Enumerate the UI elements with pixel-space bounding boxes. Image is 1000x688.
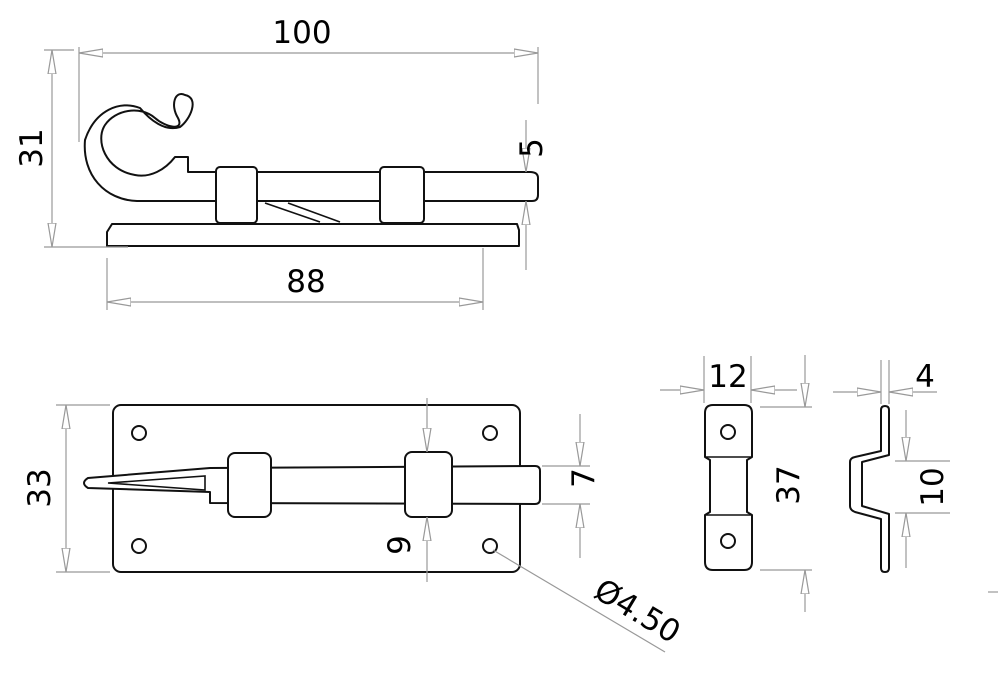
dimension-lines-front — [56, 398, 666, 653]
keeper-right — [404, 451, 453, 518]
dim-plate-height: 33 — [22, 468, 58, 507]
keeper-side-view — [849, 405, 890, 573]
keeper-left — [215, 166, 258, 224]
keeper-right — [379, 166, 425, 224]
screw-hole — [131, 538, 147, 554]
dim-keeper-offset-depth: 10 — [915, 467, 951, 506]
dim-hole-diameter: Ø4.50 — [588, 572, 687, 651]
dim-keeper-width: 12 — [708, 359, 747, 395]
dim-plate-length: 88 — [286, 264, 325, 300]
dim-keeper-offset: 9 — [382, 535, 418, 555]
dimension-lines-keeper-side — [833, 360, 998, 593]
screw-hole — [482, 425, 498, 441]
dimension-lines-keeper — [660, 355, 812, 612]
dim-bolt-width: 7 — [566, 468, 602, 488]
keeper-profile — [849, 405, 890, 573]
base-plate — [106, 223, 520, 247]
dim-overall-height: 31 — [14, 128, 50, 167]
screw-hole — [482, 538, 498, 554]
hook-bolt — [83, 93, 539, 202]
dimension-lines-top — [44, 47, 539, 310]
front-view — [83, 404, 541, 573]
keeper-body — [704, 404, 753, 571]
dim-bolt-thickness: 5 — [514, 138, 550, 158]
screw-hole — [131, 425, 147, 441]
keeper-hole — [720, 424, 736, 440]
dim-keeper-length: 37 — [771, 465, 807, 504]
dim-overall-length: 100 — [272, 15, 331, 51]
keeper-front-view — [704, 404, 753, 571]
dim-keeper-thickness: 4 — [915, 359, 935, 395]
keeper-left — [227, 452, 272, 518]
keeper-hole — [720, 533, 736, 549]
side-view — [83, 93, 539, 247]
